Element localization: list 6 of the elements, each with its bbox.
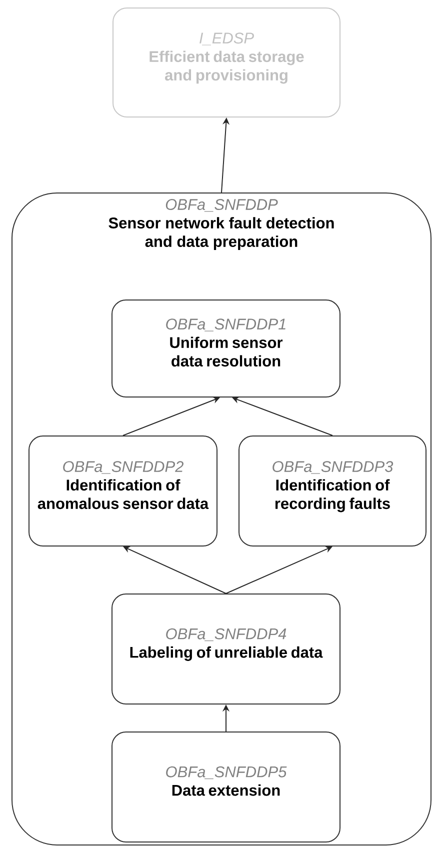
process-box: OBFa_SNFDDP2 Identification of anomalous sensor data [28,436,218,546]
process-box: OBFa_SNFDDP3 Identification of recording faults [238,436,426,546]
process-box: OBFa_SNFDDP4 Labeling of unreliable data [112,594,340,704]
process-box: I_EDSP Efficient data storage and provisioning [112,8,340,118]
process-box: OBFa_SNFDDP5 Data extension [112,732,340,842]
process-box: OBFa_SNFDDP1 Uniform sensor data resolution [112,300,340,398]
